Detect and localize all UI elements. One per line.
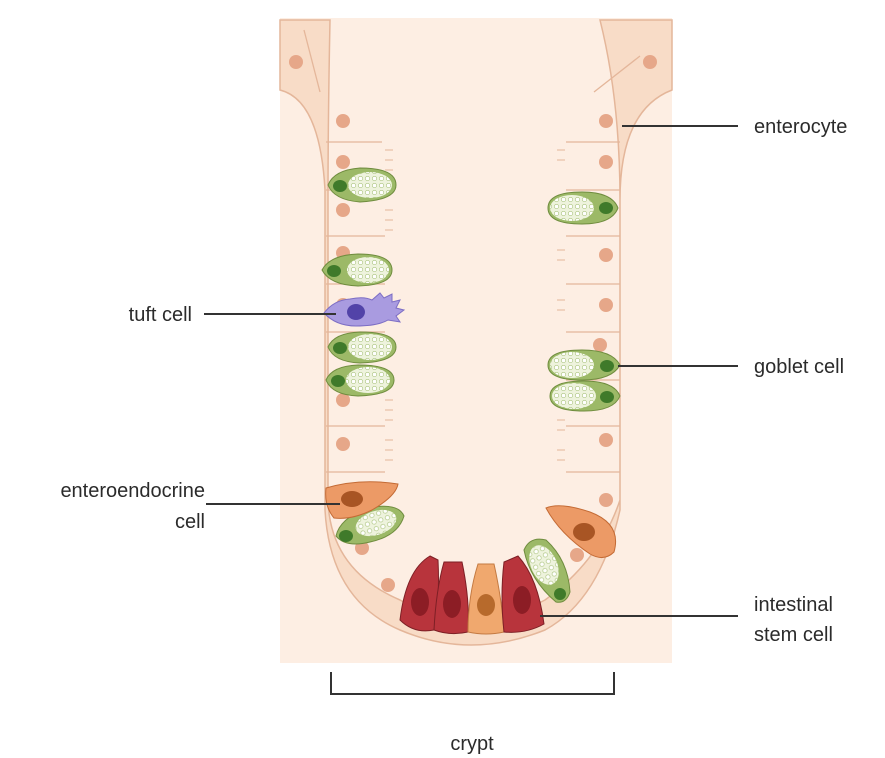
label-tuft-cell: tuft cell (129, 304, 192, 326)
label-stem-line1: intestinal (754, 594, 833, 616)
goblet-cell (328, 332, 396, 363)
label-enteroendocrine-line2: cell (175, 511, 205, 533)
goblet-cell (548, 350, 620, 380)
label-stem-line2: stem cell (754, 624, 833, 646)
label-goblet-cell: goblet cell (754, 356, 844, 378)
crypt-bracket (331, 672, 614, 694)
goblet-cell (548, 192, 618, 224)
goblet-cell (550, 381, 620, 411)
label-enterocyte: enterocyte (754, 116, 847, 138)
label-enteroendocrine-line1: enteroendocrine (60, 480, 205, 502)
label-crypt: crypt (450, 733, 494, 755)
goblet-cell (326, 365, 394, 396)
